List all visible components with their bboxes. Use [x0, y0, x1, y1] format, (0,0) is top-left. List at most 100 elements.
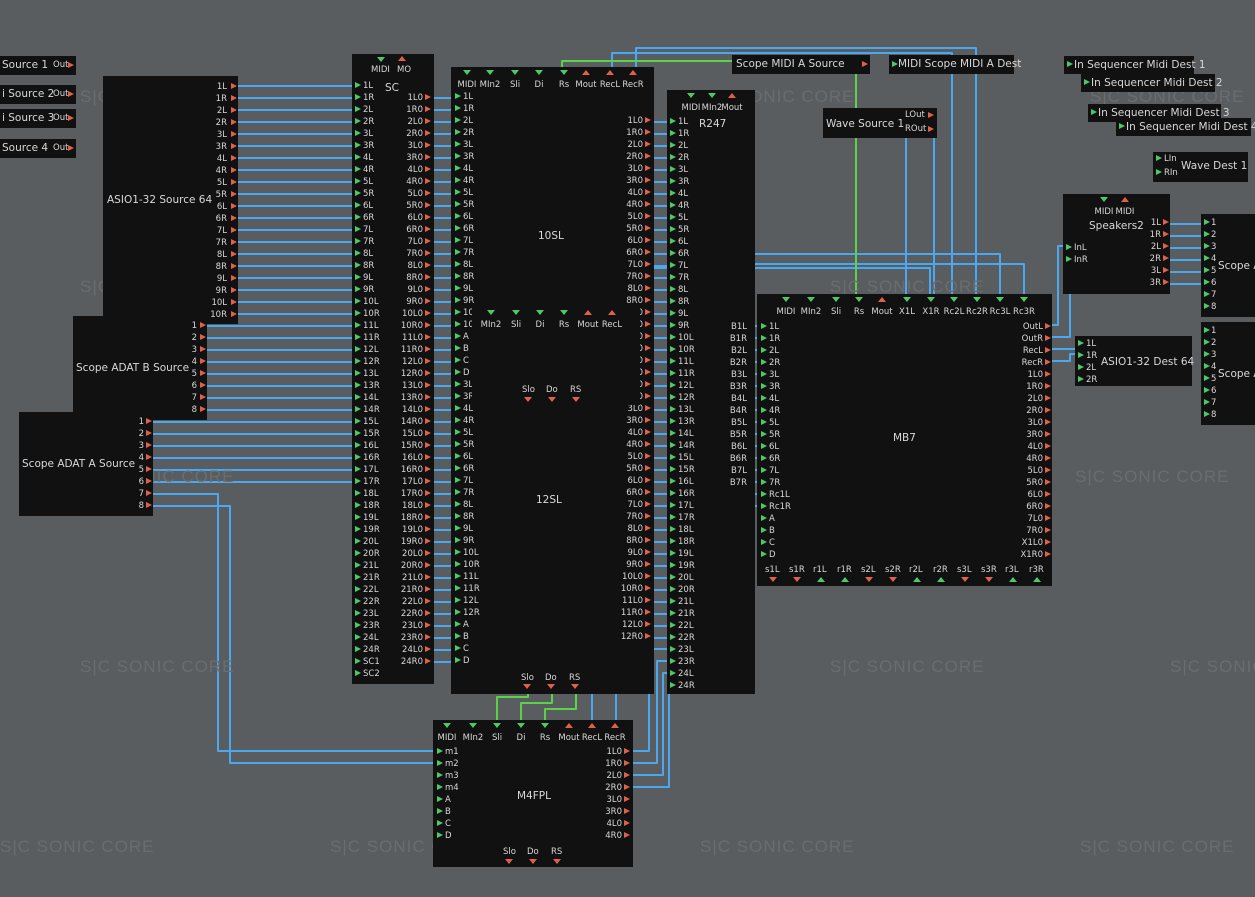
output-port-icon[interactable] [645, 429, 651, 435]
output-port-icon[interactable] [425, 526, 431, 532]
input-port-icon[interactable] [761, 443, 767, 449]
input-port-icon[interactable] [455, 477, 461, 483]
input-port-icon[interactable] [455, 489, 461, 495]
bottom-port-icon[interactable] [889, 577, 897, 582]
input-port-icon[interactable] [355, 502, 361, 508]
output-port-icon[interactable] [200, 382, 206, 388]
output-port-icon[interactable] [200, 334, 206, 340]
midi-out-port-icon[interactable] [584, 310, 592, 315]
output-port-icon[interactable] [425, 202, 431, 208]
input-port-icon[interactable] [670, 622, 676, 628]
output-port-icon[interactable] [1045, 347, 1051, 353]
input-port-icon[interactable] [670, 670, 676, 676]
output-port-icon[interactable] [68, 145, 74, 151]
input-port-icon[interactable] [455, 153, 461, 159]
bottom-out-port-icon[interactable] [571, 684, 579, 689]
midi-in-port-icon[interactable] [517, 723, 525, 728]
input-port-icon[interactable] [1066, 256, 1072, 262]
input-port-icon[interactable] [355, 526, 361, 532]
input-port-icon[interactable] [455, 561, 461, 567]
output-port-icon[interactable] [645, 117, 651, 123]
output-port-icon[interactable] [68, 91, 74, 97]
input-port-icon[interactable] [355, 622, 361, 628]
input-port-icon[interactable] [455, 309, 461, 315]
input-port-icon[interactable] [455, 453, 461, 459]
input-port-icon[interactable] [355, 370, 361, 376]
bottom-port-icon[interactable] [961, 577, 969, 582]
output-port-icon[interactable] [645, 201, 651, 207]
output-port-icon[interactable] [425, 502, 431, 508]
input-port-icon[interactable] [355, 142, 361, 148]
output-port-icon[interactable] [425, 370, 431, 376]
output-port-icon[interactable] [200, 394, 206, 400]
input-port-icon[interactable] [455, 93, 461, 99]
midi-in-port-icon[interactable] [996, 297, 1004, 302]
output-port-icon[interactable] [231, 83, 237, 89]
midi-out-port-icon[interactable] [608, 310, 616, 315]
input-port-icon[interactable] [455, 165, 461, 171]
input-port-icon[interactable] [355, 514, 361, 520]
input-port-icon[interactable] [455, 201, 461, 207]
input-port-icon[interactable] [670, 130, 676, 136]
input-port-icon[interactable] [455, 249, 461, 255]
output-port-icon[interactable] [645, 585, 651, 591]
midi-in-port-icon[interactable] [541, 723, 549, 728]
input-port-icon[interactable] [670, 454, 676, 460]
output-port-icon[interactable] [645, 345, 651, 351]
output-port-icon[interactable] [146, 430, 152, 436]
midi-in-port-icon[interactable] [443, 723, 451, 728]
output-port-icon[interactable] [624, 784, 630, 790]
input-port-icon[interactable] [455, 333, 461, 339]
output-port-icon[interactable] [1045, 503, 1051, 509]
input-port-icon[interactable] [455, 225, 461, 231]
output-port-icon[interactable] [146, 490, 152, 496]
input-port-icon[interactable] [355, 214, 361, 220]
output-port-icon[interactable] [645, 537, 651, 543]
output-port-icon[interactable] [645, 381, 651, 387]
bottom-port-icon[interactable] [865, 577, 873, 582]
input-port-icon[interactable] [670, 514, 676, 520]
output-port-icon[interactable] [624, 796, 630, 802]
output-port-icon[interactable] [425, 610, 431, 616]
output-port-icon[interactable] [645, 285, 651, 291]
output-port-icon[interactable] [645, 525, 651, 531]
output-port-icon[interactable] [231, 131, 237, 137]
midi-in-port-icon[interactable] [973, 297, 981, 302]
input-port-icon[interactable] [355, 118, 361, 124]
input-port-icon[interactable] [355, 478, 361, 484]
input-port-icon[interactable] [1204, 291, 1210, 297]
input-port-icon[interactable] [670, 538, 676, 544]
output-port-icon[interactable] [425, 130, 431, 136]
output-port-icon[interactable] [1045, 443, 1051, 449]
output-port-icon[interactable] [425, 454, 431, 460]
midi-out-port-icon[interactable] [629, 70, 637, 75]
input-port-icon[interactable] [670, 562, 676, 568]
input-port-icon[interactable] [1204, 219, 1210, 225]
output-port-icon[interactable] [200, 322, 206, 328]
output-port-icon[interactable] [1045, 431, 1051, 437]
output-port-icon[interactable] [231, 227, 237, 233]
output-port-icon[interactable] [425, 478, 431, 484]
input-port-icon[interactable] [670, 430, 676, 436]
output-port-icon[interactable] [645, 309, 651, 315]
input-port-icon[interactable] [670, 334, 676, 340]
input-port-icon[interactable] [670, 154, 676, 160]
input-port-icon[interactable] [1078, 340, 1084, 346]
input-port-icon[interactable] [670, 442, 676, 448]
output-port-icon[interactable] [645, 489, 651, 495]
input-port-icon[interactable] [1067, 61, 1073, 67]
input-port-icon[interactable] [670, 226, 676, 232]
input-port-icon[interactable] [761, 467, 767, 473]
midi-out-port-icon[interactable] [611, 723, 619, 728]
input-port-icon[interactable] [1204, 387, 1210, 393]
output-port-icon[interactable] [425, 106, 431, 112]
midi-in-port-icon[interactable] [782, 297, 790, 302]
output-port-icon[interactable] [200, 346, 206, 352]
output-port-icon[interactable] [231, 275, 237, 281]
output-port-icon[interactable] [425, 178, 431, 184]
output-port-icon[interactable] [425, 298, 431, 304]
